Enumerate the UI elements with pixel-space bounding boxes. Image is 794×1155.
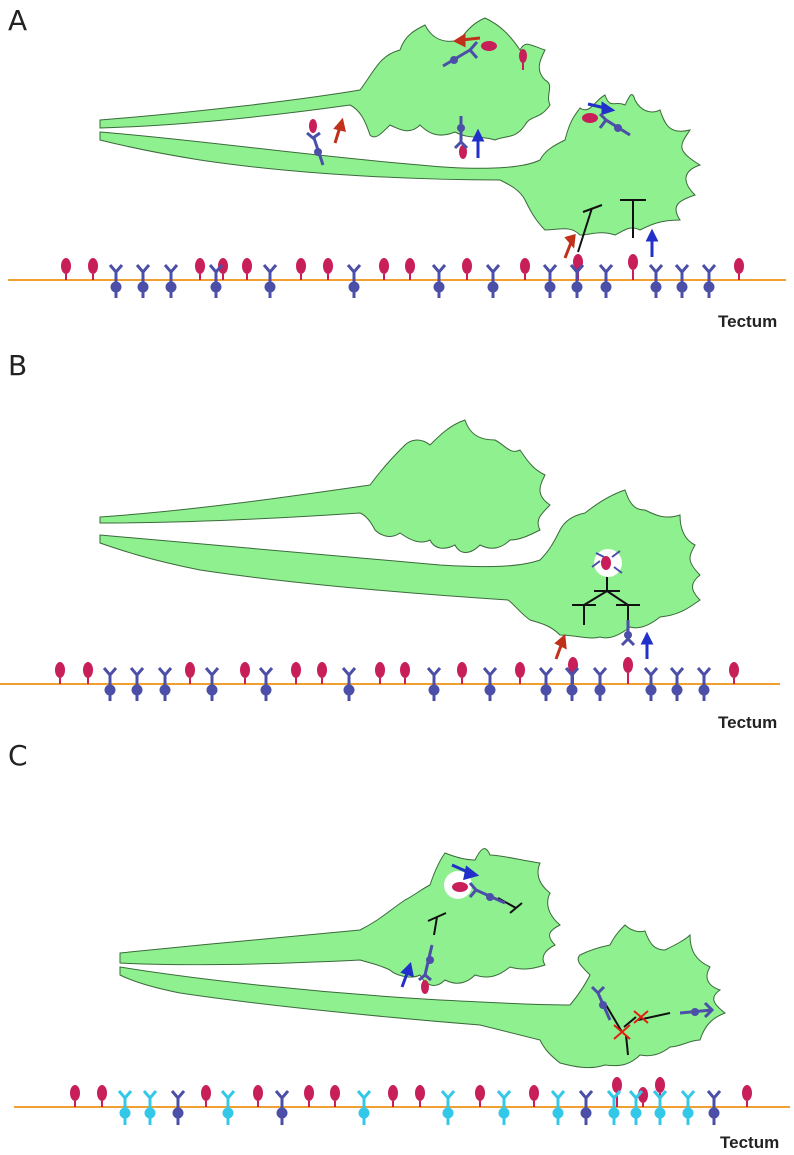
growth-cone-lower (119, 924, 727, 1069)
tectum-label: Tectum (718, 312, 778, 331)
panel-label: B (8, 349, 28, 382)
panel-a-diagram (8, 17, 786, 298)
tectum-label: Tectum (720, 1133, 780, 1152)
panel-label: A (8, 4, 28, 37)
tectum-label: Tectum (718, 713, 778, 732)
ligand-row (55, 657, 739, 684)
growth-cone-upper (99, 17, 551, 141)
panel-b: B (0, 345, 794, 735)
panel-c: C (0, 735, 794, 1155)
panel-c-diagram (14, 848, 790, 1125)
growth-cone-upper (99, 419, 551, 553)
ligand-row (61, 254, 744, 280)
cone-receptor-ligand-pairs (306, 41, 631, 166)
ligand-row (70, 1077, 752, 1107)
cone-receptor-ligand-pairs (591, 550, 636, 647)
growth-cone-lower (99, 94, 702, 236)
receptor-row (117, 1090, 722, 1125)
receptor-row (102, 667, 712, 701)
receptor-row (108, 264, 717, 298)
signal-arrows (554, 631, 654, 660)
panel-a: A (0, 0, 794, 345)
signal-arrows (400, 863, 480, 988)
growth-cone-lower (99, 489, 701, 639)
inhibition-blocked-cross (613, 1010, 649, 1040)
growth-cone-upper (119, 848, 561, 986)
panel-label: C (8, 739, 28, 772)
signal-arrows (333, 33, 659, 259)
inhibition-marks (577, 199, 646, 253)
panel-b-diagram (0, 419, 780, 701)
